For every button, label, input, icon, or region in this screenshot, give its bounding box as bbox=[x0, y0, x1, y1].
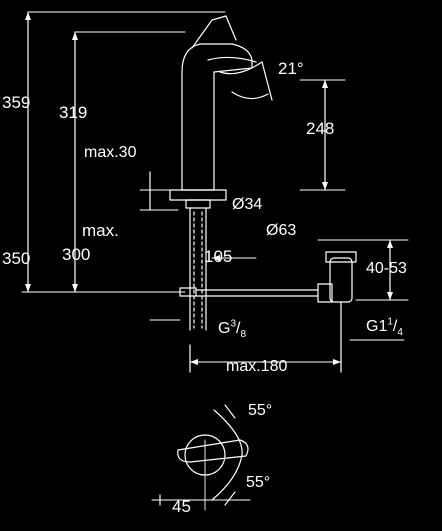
dim-248: 248 bbox=[306, 119, 335, 138]
dim-diameter-63: Ø63 bbox=[266, 222, 297, 239]
mounting-shank bbox=[169, 189, 227, 331]
thread-g1-1-4: G11/4 bbox=[366, 316, 403, 339]
dim-max-300: 300 bbox=[62, 245, 91, 264]
angle-21: 21° bbox=[278, 59, 304, 78]
dim-max30: max.30 bbox=[84, 144, 137, 161]
dim-45: 45 bbox=[172, 497, 191, 516]
dim-350: 350 bbox=[2, 249, 31, 268]
dim-319: 319 bbox=[59, 103, 88, 122]
dimension-lines-right bbox=[149, 79, 409, 373]
angle-55-top: 55° bbox=[248, 402, 273, 419]
thread-g-3-8: G3/8 bbox=[218, 318, 247, 341]
angle-55-bottom: 55° bbox=[246, 474, 271, 491]
dimension-lines-left bbox=[21, 11, 226, 293]
dim-diameter-34: Ø34 bbox=[232, 196, 263, 213]
dim-max-label: max. bbox=[82, 221, 119, 240]
angle-arc-21 bbox=[231, 61, 273, 101]
dim-359: 359 bbox=[2, 93, 31, 112]
dim-max180: max.180 bbox=[226, 358, 288, 375]
dim-105: 105 bbox=[204, 247, 233, 266]
faucet-body bbox=[181, 15, 263, 191]
top-view bbox=[151, 404, 251, 511]
drain-pipe bbox=[195, 251, 357, 373]
dim-40-53: 40-53 bbox=[366, 260, 407, 277]
arrowheads bbox=[25, 12, 393, 365]
